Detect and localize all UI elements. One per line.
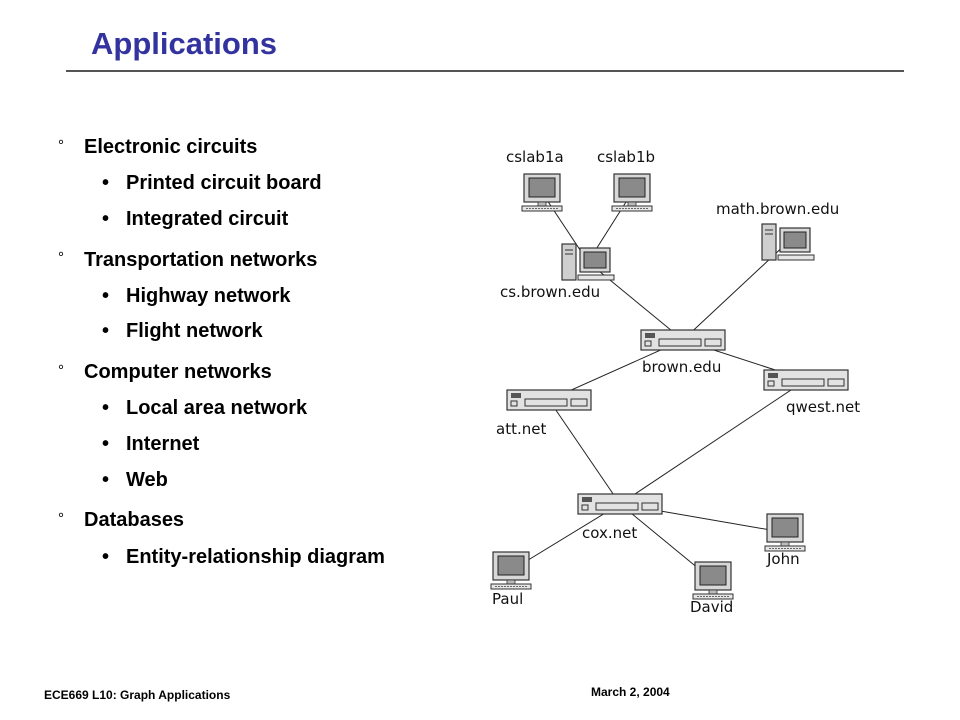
computer-icon xyxy=(764,513,806,552)
node-label-cox: cox.net xyxy=(582,524,637,542)
node-cslab1a: cslab1a xyxy=(506,148,564,212)
footer-course: ECE669 L10: Graph Applications xyxy=(44,688,231,702)
bullet-mark: ° xyxy=(58,249,64,266)
router-icon xyxy=(763,369,849,391)
node-qwest: qwest.net xyxy=(763,369,860,416)
node-label-brown: brown.edu xyxy=(642,358,721,376)
node-att: att.net xyxy=(496,389,592,438)
edge-cs-brown xyxy=(587,261,684,341)
router-icon xyxy=(577,493,663,515)
node-label-qwest: qwest.net xyxy=(786,398,860,416)
bullet-entity-relationship-diagram: Entity-relationship diagram xyxy=(126,546,385,568)
bullet-mark: • xyxy=(102,172,110,194)
bullet-mark: • xyxy=(102,433,110,455)
bullet-electronic-circuits: Electronic circuits xyxy=(84,136,258,158)
bullet-mark: ° xyxy=(58,137,64,154)
computer-icon xyxy=(521,173,563,212)
bullet-transportation-networks: Transportation networks xyxy=(84,249,318,271)
bullet-mark: • xyxy=(102,469,110,491)
node-label-david: David xyxy=(690,598,733,616)
bullet-mark: • xyxy=(102,320,110,342)
bullet-internet: Internet xyxy=(126,433,200,455)
network-nodes: cslab1a cslab1b math.brown.edu cs.brown.edu… xyxy=(490,148,860,616)
server-icon xyxy=(561,243,615,281)
router-icon xyxy=(640,329,726,351)
computer-icon xyxy=(611,173,653,212)
edge-att-cox xyxy=(548,399,621,505)
node-label-cs: cs.brown.edu xyxy=(500,283,600,301)
router-icon xyxy=(506,389,592,411)
node-label-john: John xyxy=(766,550,800,568)
node-david: David xyxy=(690,561,734,616)
bullet-databases: Databases xyxy=(84,509,185,531)
node-label-cslab1a: cslab1a xyxy=(506,148,564,166)
bullet-local-area-network: Local area network xyxy=(126,397,308,419)
node-john: John xyxy=(764,513,806,568)
computer-icon xyxy=(692,561,734,600)
node-brown: brown.edu xyxy=(640,329,726,376)
bullet-mark: • xyxy=(102,208,110,230)
network-diagram: cslab1a cslab1b math.brown.edu cs.brown.edu… xyxy=(490,148,860,616)
bullet-list: ° Electronic circuits • Printed circuit … xyxy=(0,0,480,600)
title-underline xyxy=(66,70,904,72)
bullet-mark: • xyxy=(102,397,110,419)
node-cslab1b: cslab1b xyxy=(597,148,655,212)
node-math: math.brown.edu xyxy=(716,200,839,261)
node-paul: Paul xyxy=(490,551,532,608)
server-icon xyxy=(761,223,815,261)
node-label-att: att.net xyxy=(496,420,546,438)
footer-date: March 2, 2004 xyxy=(591,685,670,699)
bullet-mark: ° xyxy=(58,362,64,379)
bullet-web: Web xyxy=(126,469,168,491)
node-label-math: math.brown.edu xyxy=(716,200,839,218)
bullet-highway-network: Highway network xyxy=(126,285,291,307)
edge-qwest-cox xyxy=(619,379,807,505)
bullet-mark: • xyxy=(102,285,110,307)
bullet-computer-networks: Computer networks xyxy=(84,361,272,383)
bullet-mark: ° xyxy=(58,510,64,527)
node-cox: cox.net xyxy=(577,493,663,542)
node-cs: cs.brown.edu xyxy=(500,243,615,301)
bullet-integrated-circuit: Integrated circuit xyxy=(126,208,289,230)
slide-title: Applications xyxy=(91,26,278,61)
bullet-flight-network: Flight network xyxy=(126,320,263,342)
node-label-paul: Paul xyxy=(492,590,523,608)
bullet-printed-circuit-board: Printed circuit board xyxy=(126,172,322,194)
bullet-mark: • xyxy=(102,546,110,568)
computer-icon xyxy=(490,551,532,590)
node-label-cslab1b: cslab1b xyxy=(597,148,655,166)
